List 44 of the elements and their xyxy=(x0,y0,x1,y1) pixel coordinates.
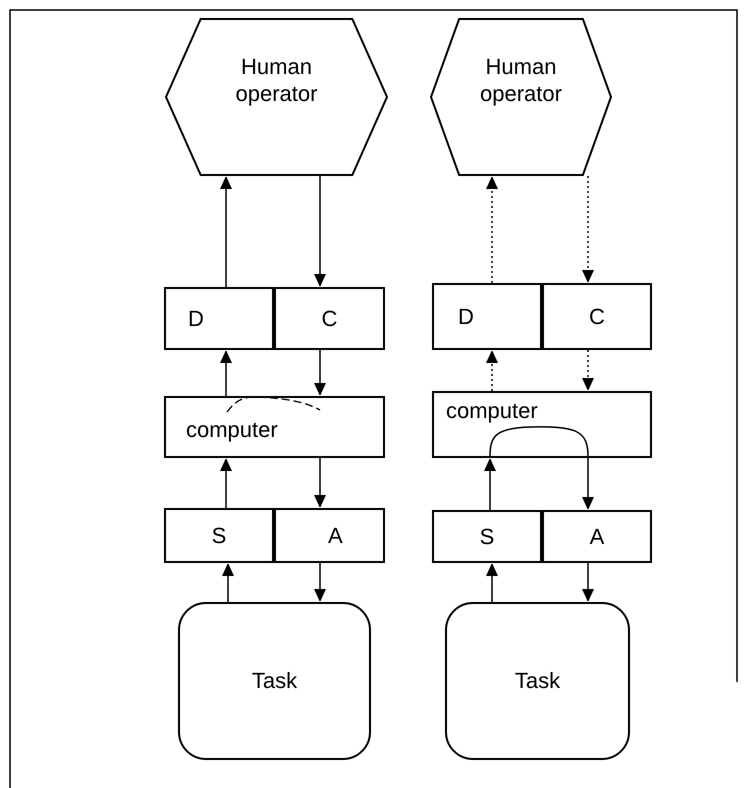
process-box xyxy=(542,510,652,563)
arrow xyxy=(222,563,234,602)
node-label: Task xyxy=(252,667,298,695)
process-box xyxy=(164,396,385,458)
node-label: D xyxy=(458,302,474,330)
node-label: C xyxy=(589,302,605,330)
process-box xyxy=(432,391,652,458)
process-box xyxy=(274,287,385,350)
node-label: D xyxy=(188,304,204,332)
process-box xyxy=(542,283,652,350)
node-label: computer xyxy=(446,397,538,424)
node-label: computer xyxy=(186,416,278,444)
rounded-box xyxy=(178,602,371,760)
node-label: A xyxy=(590,522,604,550)
process-box xyxy=(164,287,274,350)
process-box xyxy=(432,283,542,350)
arrow xyxy=(314,563,326,602)
arrow xyxy=(582,350,594,391)
arrow xyxy=(314,350,326,396)
node-label: C xyxy=(322,304,338,332)
hexagon-node xyxy=(430,18,612,176)
arrow xyxy=(314,176,326,287)
node-label: S xyxy=(480,522,494,550)
node-label: Task xyxy=(514,667,560,695)
arrow xyxy=(220,458,232,508)
arrow xyxy=(582,458,594,510)
process-box xyxy=(432,510,542,563)
node-label: A xyxy=(328,522,343,550)
arrow xyxy=(582,563,594,602)
arrow xyxy=(220,350,232,396)
rounded-box xyxy=(445,602,630,760)
arrow xyxy=(582,176,594,283)
arrow xyxy=(486,176,498,283)
arrow xyxy=(220,176,232,287)
arrow xyxy=(486,350,498,391)
process-box xyxy=(164,508,274,563)
node-label: Human operator xyxy=(234,52,318,108)
hexagon-node xyxy=(165,18,388,176)
arrow xyxy=(314,458,326,508)
process-box xyxy=(274,508,385,563)
arrow xyxy=(484,458,496,510)
node-label: S xyxy=(212,522,226,550)
node-label: Human operator xyxy=(479,52,563,108)
arrow xyxy=(486,563,498,602)
